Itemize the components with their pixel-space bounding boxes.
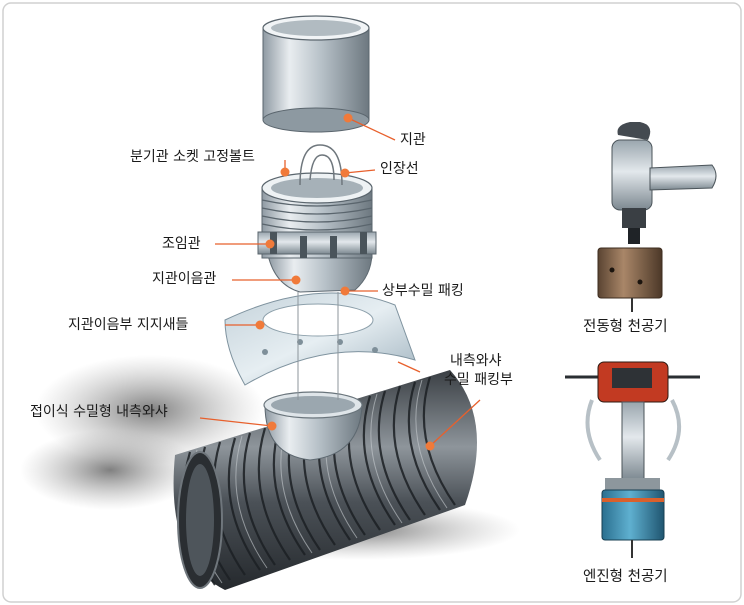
support-saddle	[224, 292, 416, 386]
label-electric-drill: 전동형 천공기	[583, 319, 668, 335]
label-folding-inner-washer: 접이식 수밀형 내측와샤	[30, 404, 168, 420]
corrugated-main-pipe	[173, 370, 478, 590]
assembly-guides	[297, 292, 339, 400]
label-branch-pipe: 지관	[400, 132, 426, 148]
label-engine-drill: 엔진형 천공기	[583, 569, 668, 585]
tightening-pipe	[257, 172, 377, 259]
label-inner-washer-seal-line1: 내측와샤	[450, 353, 502, 369]
leader-lines	[199, 117, 481, 447]
pull-wire	[299, 144, 343, 186]
label-inner-washer-seal-line2: 수밀 패킹부	[444, 372, 513, 388]
label-branch-joint-pipe: 지관이음관	[152, 271, 217, 287]
label-tightening-pipe: 조임관	[162, 236, 201, 252]
electric-drill	[597, 122, 717, 312]
branch-pipe	[262, 15, 370, 133]
label-support-saddle: 지관이음부 지지새들	[68, 317, 189, 333]
label-pull-wire: 인장선	[380, 161, 419, 177]
shadow-left-lower	[20, 430, 200, 510]
engine-drill	[565, 361, 700, 558]
leader-dots	[255, 113, 435, 451]
label-upper-seal-packing: 상부수밀 패킹	[382, 283, 464, 299]
folding-inner-washer	[263, 391, 363, 461]
label-socket-bolt: 분기관 소켓 고정볼트	[130, 149, 255, 165]
